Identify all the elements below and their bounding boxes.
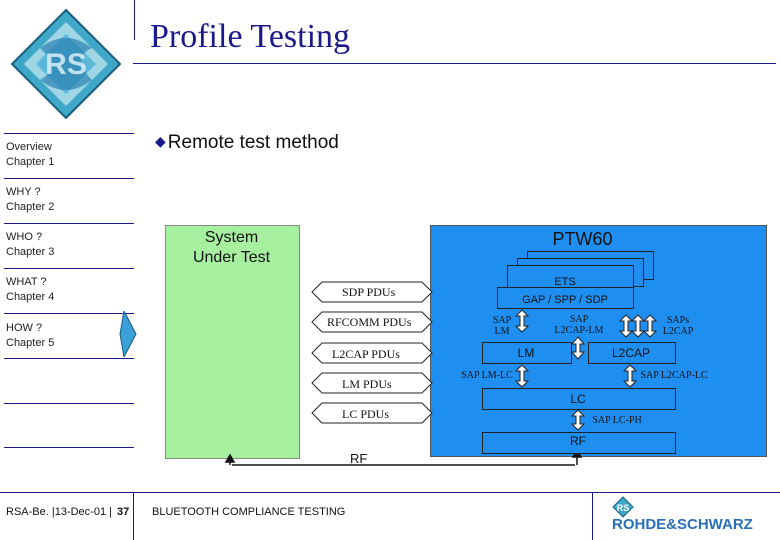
nav-item-title: WHY ? [6, 186, 41, 198]
system-under-test-box [165, 225, 300, 459]
sap-lm-arrow [514, 309, 530, 333]
sap-l2cap-lc-label: SAP L2CAP-LC [640, 370, 708, 381]
nav-divider [4, 447, 134, 448]
sap-lm-lc-arrow [514, 364, 530, 388]
nav-rule [134, 0, 135, 40]
rfcomm-pdu-arrow [311, 311, 433, 333]
nav-divider [4, 268, 134, 269]
rf-link-label: RF [350, 451, 368, 466]
rf-left-arrowhead [224, 453, 236, 463]
bullet-item: ◆Remote test method [155, 132, 339, 154]
nav-divider [4, 223, 134, 224]
footer-id: RSA-Be. |13-Dec-01 | [6, 506, 112, 518]
diamond-bullet-icon: ◆ [155, 134, 166, 150]
nav-divider [4, 178, 134, 179]
nav-divider [4, 133, 134, 134]
sut-line1: System [204, 229, 259, 246]
l2cap-pdu-arrow [311, 342, 433, 364]
lm-bar [482, 342, 572, 364]
lc-bar [482, 388, 676, 410]
sap-lc-ph-arrow [570, 409, 586, 431]
gap-box [497, 287, 634, 309]
lc-pdu-label: LC PDUs [342, 407, 390, 421]
lm-pdu-label: LM PDUs [342, 377, 392, 391]
lc-pdu-arrow [311, 402, 433, 424]
sap-lm-line1: SAP [492, 315, 512, 326]
nav-item-why[interactable]: WHY ? Chapter 2 [6, 185, 54, 215]
nav-item-chapter: Chapter 2 [6, 201, 55, 213]
sap-l2cap-2-arrow [630, 314, 646, 338]
saps-l2cap-line2: L2CAP [662, 326, 694, 337]
nav-item-chapter: Chapter 5 [6, 337, 55, 349]
lm-label: LM [517, 346, 535, 360]
rs-logo: RS [10, 8, 122, 125]
nav-item-what[interactable]: WHAT ? Chapter 4 [6, 275, 54, 305]
sdp-pdu-arrow [311, 281, 433, 303]
nav-item-overview[interactable]: Overview Chapter 1 [6, 140, 54, 170]
footer-center: BLUETOOTH COMPLIANCE TESTING [152, 506, 346, 518]
sap-l2cap-1-arrow [618, 314, 634, 338]
nav-item-title: HOW ? [6, 322, 43, 334]
ets-label: ETS [554, 276, 576, 288]
saps-l2cap-line1: SAPs [666, 315, 690, 326]
nav-divider [4, 358, 134, 359]
brand-name: ROHDE&SCHWARZ [612, 516, 753, 533]
rf-bar [482, 432, 676, 454]
nav-item-who[interactable]: WHO ? Chapter 3 [6, 230, 54, 260]
nav-item-title: Overview [6, 141, 52, 153]
system-under-test-label: System Under Test [165, 228, 298, 268]
bullet-text: Remote test method [167, 132, 339, 153]
svg-text:RS: RS [45, 48, 87, 81]
l2cap-pdu-label: L2CAP PDUs [332, 347, 400, 361]
rs-small-logo-icon: RS [612, 496, 634, 523]
nav-item-chapter: Chapter 4 [6, 291, 55, 303]
sdp-pdu-label: SDP PDUs [342, 285, 396, 299]
footer-rule-right [592, 493, 593, 540]
saps-l2cap-label: SAPs L2CAP [660, 315, 696, 337]
l2cap-label: L2CAP [611, 346, 651, 360]
nav-item-how[interactable]: HOW ? Chapter 5 [6, 321, 54, 351]
sut-line2: Under Test [192, 249, 271, 266]
rfcomm-pdu-label: RFCOMM PDUs [327, 315, 412, 329]
sap-l2cap-3-arrow [642, 314, 658, 338]
ptw60-label: PTW60 [430, 229, 765, 250]
nav-divider [4, 403, 134, 404]
active-section-marker [118, 309, 138, 362]
ptw60-text: PTW60 [552, 229, 613, 249]
lm-pdu-arrow [311, 372, 433, 394]
rf-ptw-label: RF [570, 434, 586, 448]
nav-item-chapter: Chapter 1 [6, 156, 55, 168]
footer-rule-left [133, 493, 134, 540]
sap-lc-ph-label: SAP LC-PH [592, 415, 642, 426]
page-title: Profile Testing [150, 18, 351, 55]
sap-lm-label: SAP LM [487, 315, 517, 337]
l2cap-bar [588, 342, 676, 364]
footer-divider [0, 492, 780, 493]
footer-page-number: 37 [117, 506, 130, 518]
sap-l2cap-lm-line2: L2CAP-LM [554, 325, 604, 336]
sap-l2cap-lc-arrow [622, 364, 638, 388]
sap-l2cap-lm-label: SAP L2CAP-LM [550, 314, 608, 336]
svg-text:RS: RS [617, 503, 630, 513]
nav-item-chapter: Chapter 3 [6, 246, 55, 258]
sap-lm-line2: LM [494, 326, 510, 337]
title-divider [133, 63, 776, 64]
nav-item-title: WHO ? [6, 231, 43, 243]
lc-label: LC [570, 392, 586, 406]
nav-item-title: WHAT ? [6, 276, 47, 288]
sap-lm-lc-label: SAP LM-LC [461, 370, 513, 381]
sap-l2cap-lm-line1: SAP [569, 314, 589, 325]
gap-label: GAP / SPP / SDP [522, 294, 608, 306]
sap-l2cap-lm-arrow [570, 336, 586, 360]
nav-divider [4, 313, 134, 314]
